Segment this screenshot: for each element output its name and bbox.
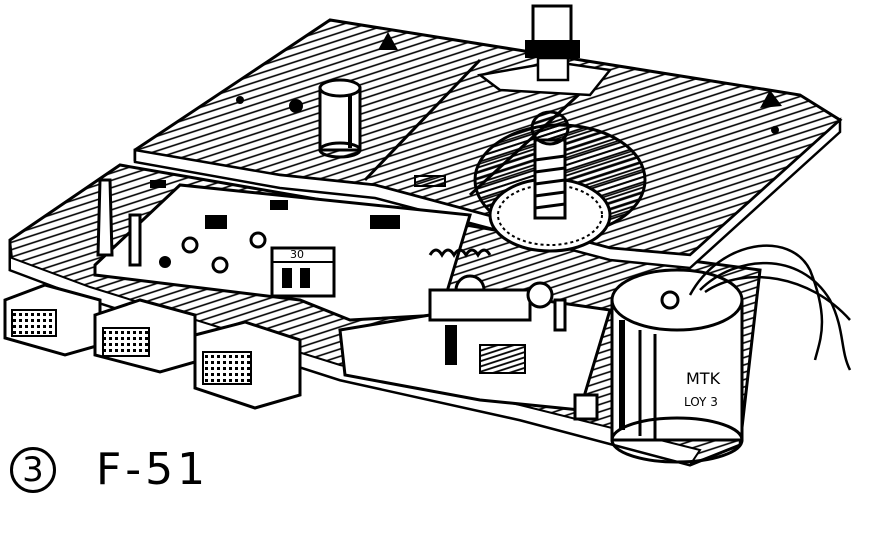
component-board: 30 [93, 175, 492, 322]
connector-block [93, 298, 197, 374]
top-deck-plate [133, 18, 843, 270]
capacitor-cylinder [318, 78, 362, 159]
lever-bracket [338, 281, 612, 421]
connector-blocks [3, 283, 302, 410]
counter-dial-label: 30 [290, 248, 304, 261]
top-clip-bracket [525, 4, 580, 82]
coil-brand-label: MTK [686, 369, 721, 388]
connector-block [3, 283, 102, 357]
caption-model-label: F-51 [96, 444, 210, 495]
gear-spindle-assembly [473, 110, 647, 253]
figure-caption: 3 F-51 [10, 440, 209, 500]
coil-transformer: MTK LOY 3 [610, 244, 852, 464]
coil-code-label: LOY 3 [684, 395, 718, 409]
connector-block [193, 320, 302, 410]
caption-circled-number: 3 [10, 447, 56, 493]
